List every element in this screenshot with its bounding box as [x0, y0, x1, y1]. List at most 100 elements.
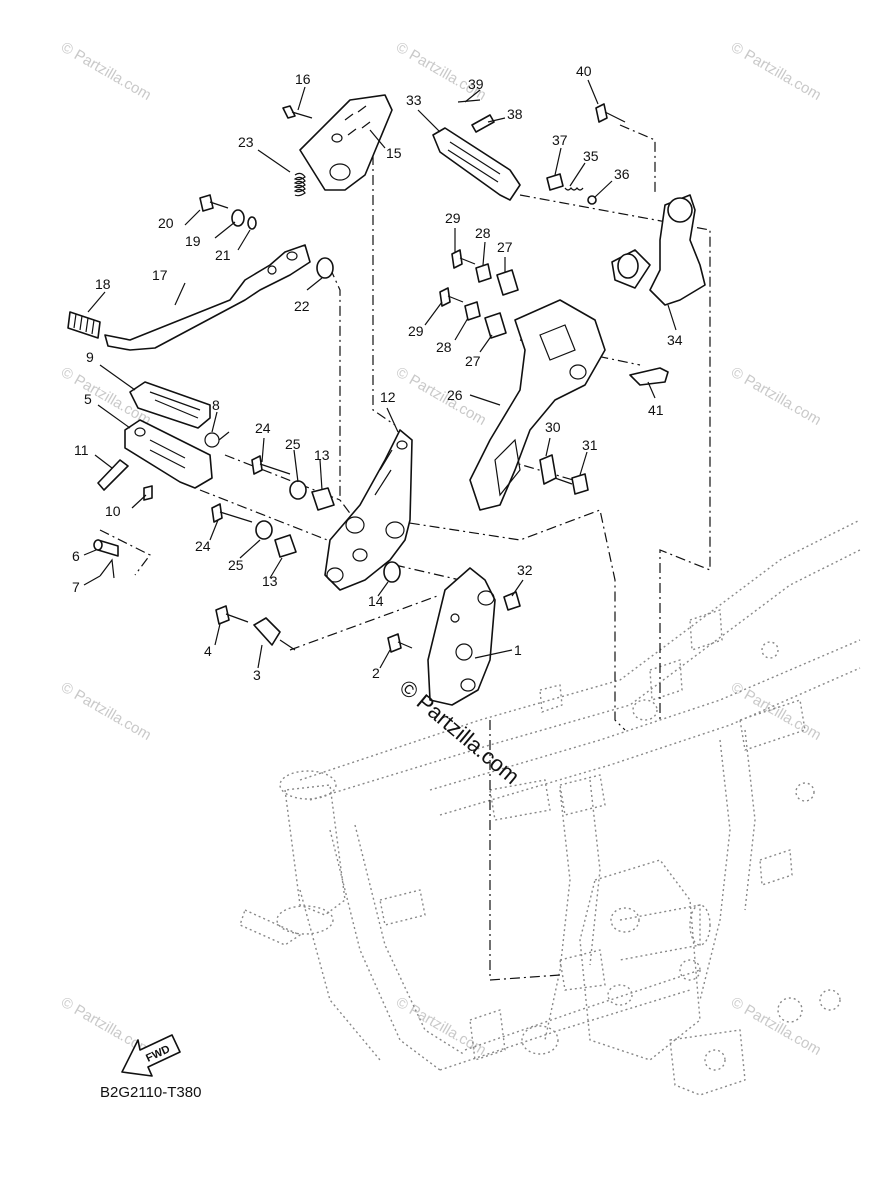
ball-36	[587, 195, 597, 205]
callout-16: 16	[295, 71, 311, 87]
watermark: © Partzilla.com	[728, 364, 824, 429]
heel-guard-plate	[299, 94, 393, 191]
diagram-code: B2G2110-T380	[100, 1084, 201, 1101]
callout-39: 39	[468, 76, 484, 92]
collar-13a	[311, 487, 335, 511]
callout-14: 14	[368, 593, 384, 609]
collar-14	[383, 561, 401, 583]
callout-15: 15	[386, 145, 402, 161]
callout-20: 20	[158, 215, 174, 231]
footrest-spring	[204, 431, 230, 448]
callout-18: 18	[95, 276, 111, 292]
callout-40: 40	[576, 63, 592, 79]
callout-38: 38	[507, 106, 523, 122]
callout-22: 22	[294, 298, 310, 314]
brake-pedal	[104, 244, 311, 351]
watermark: © Partzilla.com	[58, 39, 154, 104]
rear-bracket-26	[469, 299, 606, 511]
pin-11	[97, 459, 129, 491]
callout-31: 31	[582, 437, 598, 453]
bolt-29a	[451, 249, 463, 269]
callout-34: 34	[667, 332, 683, 348]
callout-10: 10	[105, 503, 121, 519]
callout-26: 26	[447, 387, 463, 403]
callout-8: 8	[212, 397, 220, 413]
guide-lines	[99, 124, 711, 981]
callout-6: 6	[72, 548, 80, 564]
damper-27a	[496, 269, 519, 296]
collar-28b	[464, 301, 481, 321]
pin-38	[471, 114, 495, 133]
callout-3: 3	[253, 667, 261, 683]
footrest	[124, 419, 213, 489]
cable-guide-41	[629, 367, 669, 386]
return-spring	[293, 172, 306, 197]
watermarks: © Partzilla.com © Partzilla.com © Partzi…	[58, 39, 824, 1059]
callout-41: 41	[648, 402, 664, 418]
rear-footrest	[432, 127, 521, 201]
cotter-pin-7	[99, 558, 115, 579]
callout-24b: 24	[195, 538, 211, 554]
callout-25b: 25	[228, 557, 244, 573]
washer-25b	[255, 520, 273, 540]
callout-29a: 29	[445, 210, 461, 226]
bolt-29b	[439, 287, 451, 307]
bolt-31	[571, 473, 589, 495]
parts-left	[67, 94, 413, 651]
rear-footrest-bracket	[649, 194, 706, 306]
guide-3	[253, 617, 281, 646]
callout-28b: 28	[436, 339, 452, 355]
damper-27b	[484, 312, 507, 339]
callout-27b: 27	[465, 353, 481, 369]
forward-arrow-icon: FWD	[121, 1034, 181, 1077]
callout-35: 35	[583, 148, 599, 164]
callout-25a: 25	[285, 436, 301, 452]
guide-30	[539, 454, 557, 485]
callout-4: 4	[204, 643, 212, 659]
callout-30: 30	[545, 419, 561, 435]
callout-23: 23	[238, 134, 254, 150]
watermark: © Partzilla.com	[728, 679, 824, 744]
collar-13b	[274, 534, 297, 558]
cotter-pin-39	[457, 99, 481, 103]
screw-10	[143, 485, 153, 501]
callout-33: 33	[406, 92, 422, 108]
motorcycle-frame	[239, 519, 861, 1096]
callout-2: 2	[372, 665, 380, 681]
callout-12: 12	[380, 389, 396, 405]
washer-21	[247, 216, 257, 230]
callout-27a: 27	[497, 239, 513, 255]
leader-lines	[83, 79, 677, 669]
bolt-20	[199, 194, 214, 212]
bolt-16	[282, 105, 296, 119]
callouts: 1 2 3 4 5 6 7 8 9 10 11 12 13 13 14 15 1…	[72, 63, 683, 683]
washer-22	[316, 257, 334, 279]
callout-32: 32	[517, 562, 533, 578]
parts-right	[387, 99, 706, 706]
callout-13a: 13	[314, 447, 330, 463]
bolt-4	[215, 605, 230, 625]
watermark: © Partzilla.com	[728, 39, 824, 104]
pedal-rubber	[67, 311, 101, 339]
callout-24a: 24	[255, 420, 271, 436]
washer-25a	[289, 480, 307, 500]
bolt-32	[503, 591, 521, 611]
callout-11: 11	[74, 442, 89, 458]
watermark: © Partzilla.com	[58, 679, 154, 744]
callout-37: 37	[552, 132, 568, 148]
plate-1	[427, 567, 496, 706]
callout-19: 19	[185, 233, 201, 249]
callout-5: 5	[84, 391, 92, 407]
bolt-40	[595, 103, 608, 123]
callout-29b: 29	[408, 323, 424, 339]
callout-36: 36	[614, 166, 630, 182]
bolt-24a	[251, 455, 263, 475]
spring-35	[564, 187, 584, 191]
bolt-2	[387, 633, 402, 653]
callout-13b: 13	[262, 573, 278, 589]
callout-7: 7	[72, 579, 80, 595]
bolt-24b	[211, 503, 223, 523]
callout-17: 17	[152, 267, 168, 283]
collar-28a	[475, 263, 492, 283]
